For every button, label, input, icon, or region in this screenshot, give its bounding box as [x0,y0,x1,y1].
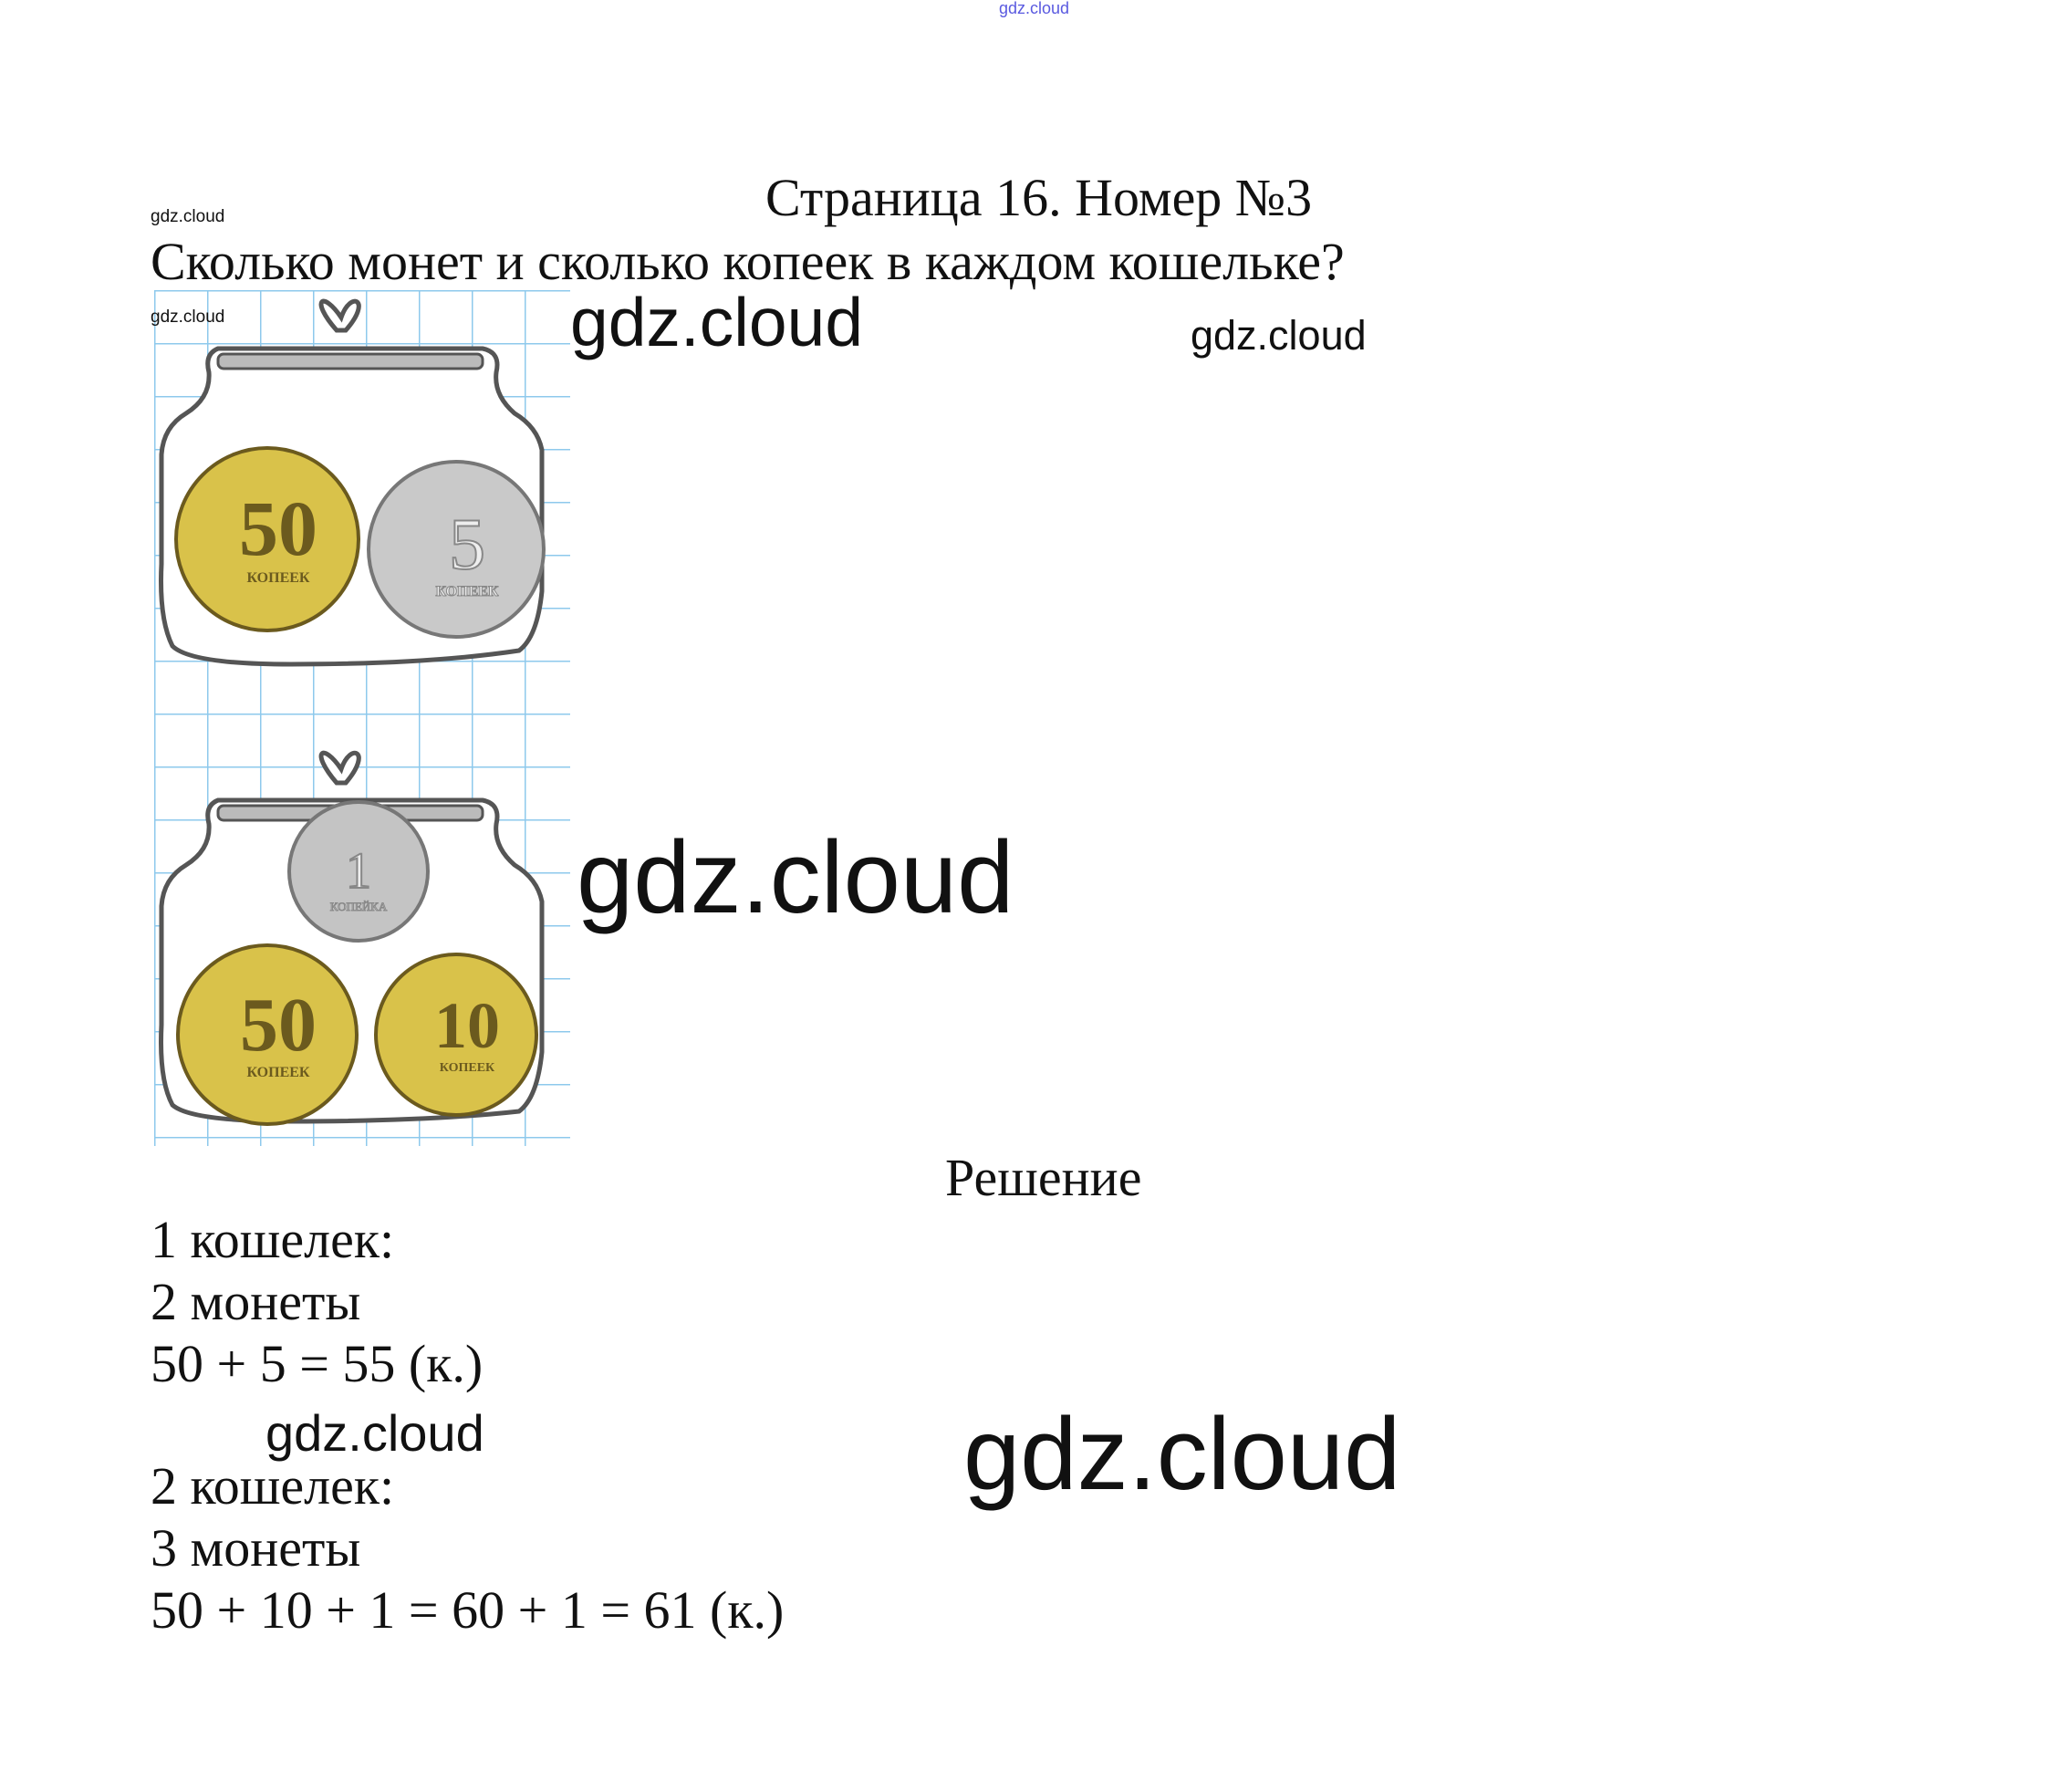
coin-label: КОПЕЕК [246,1065,309,1080]
watermark-small: gdz.cloud [151,307,225,327]
purse-clasp [216,352,484,370]
question-text: Сколько монет и сколько копеек в каждом … [151,232,1345,291]
solution-heading: Решение [945,1148,1142,1207]
watermark-large: gdz.cloud [570,284,864,360]
purse-2-coins: 3 монеты [151,1518,361,1578]
page-title: Страница 16. Номер №3 [765,168,1313,227]
coin-label: КОПЕЕК [440,1061,495,1075]
coin-value: 50 [240,983,317,1068]
coin-value: 10 [434,989,500,1062]
coin-50-kopeks: 50 КОПЕЕК [174,446,360,632]
purse-2: 1 КОПЕЙКА 50 КОПЕЕК 10 КОПЕЕК [159,750,545,1126]
coin-label: КОПЕЕК [246,570,309,586]
purse-2-sum: 50 + 10 + 1 = 60 + 1 = 61 (к.) [151,1580,785,1640]
coin-value: 50 [239,484,317,572]
purse-1: 50 КОПЕЕК 5 КОПЕЕК [159,298,546,667]
watermark-medium: gdz.cloud [265,1404,484,1462]
watermark-large: gdz.cloud [577,820,1014,934]
coin-50-kopeks: 50 КОПЕЕК [176,943,359,1126]
watermark-medium: gdz.cloud [1191,312,1367,359]
coin-5-kopeks: 5 КОПЕЕК [367,460,546,639]
coin-10-kopeks: 10 КОПЕЕК [374,953,538,1117]
watermark-small: gdz.cloud [151,207,225,226]
purse-knot-icon [318,298,361,333]
purse-knot-icon [318,750,361,786]
purse-2-label: 2 кошелек: [151,1456,395,1516]
purses-illustration: 50 КОПЕЕК 5 КОПЕЕК 1 КОПЕЙКА 50 КОПЕЕК 1… [154,290,570,1146]
watermark-large: gdz.cloud [963,1397,1401,1511]
coin-value: 1 [346,843,371,900]
purse-1-label: 1 кошелек: [151,1210,395,1269]
purse-1-sum: 50 + 5 = 55 (к.) [151,1334,484,1393]
coin-label: КОПЕЙКА [330,900,388,913]
watermark-top: gdz.cloud [999,0,1070,17]
purse-1-coins: 2 монеты [151,1272,361,1331]
coin-1-kopek: 1 КОПЕЙКА [287,800,430,943]
coin-value: 5 [449,505,485,585]
coin-label: КОПЕЕК [435,584,498,599]
